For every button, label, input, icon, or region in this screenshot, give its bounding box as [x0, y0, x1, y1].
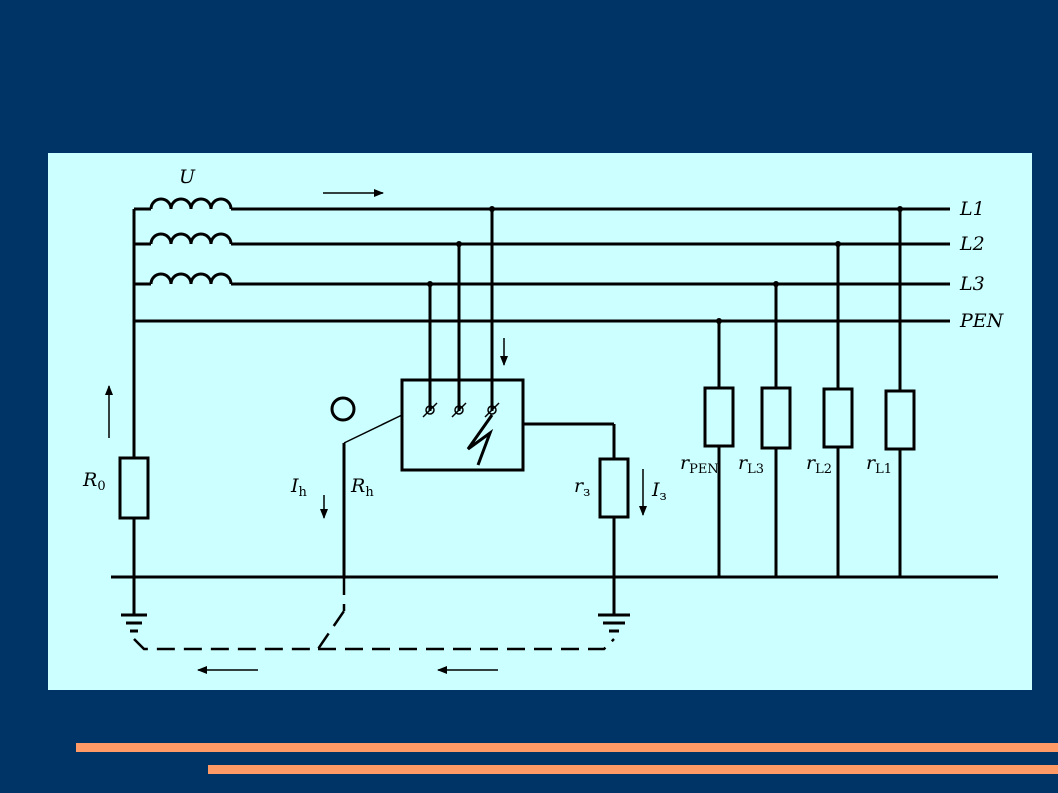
label-rh: Rh [350, 475, 374, 500]
label-pen: PEN [959, 310, 1005, 332]
ground-symbol-left [121, 613, 147, 633]
label-r-l2: rL2 [806, 452, 832, 477]
load-r-pen [703, 318, 735, 577]
earth-current-path-right [318, 638, 615, 651]
human-head-icon [330, 396, 356, 422]
circuit-diagram: L1 L2 L3 PEN U R0 Ih Rh [82, 166, 1005, 674]
label-u: U [179, 166, 196, 188]
accent-bar-bottom [208, 765, 1058, 774]
label-r-l1: rL1 [866, 452, 892, 477]
earth-current-path-left [133, 610, 346, 651]
load-r-l3 [760, 281, 792, 577]
equipment-enclosure [400, 378, 525, 472]
load-r-l2 [822, 241, 854, 577]
label-r0: R0 [82, 469, 106, 494]
label-l1: L1 [959, 198, 985, 220]
label-ih: Ih [290, 475, 308, 500]
load-r-l1 [884, 206, 916, 577]
label-r-pen: rPEN [680, 452, 719, 477]
ground-symbol-right [598, 577, 630, 633]
label-i3: Iз [651, 479, 667, 504]
diagram-panel: L1 L2 L3 PEN U R0 Ih Rh [48, 153, 1032, 690]
label-r3: rз [574, 475, 590, 500]
label-l2: L2 [959, 233, 985, 255]
transformer-coils [149, 197, 233, 285]
label-l3: L3 [959, 273, 985, 295]
r3-resistor [598, 457, 630, 519]
label-r-l3: rL3 [738, 452, 764, 477]
r0-resistor [118, 456, 150, 520]
source-bus [132, 207, 950, 458]
switch-contacts [422, 402, 500, 418]
accent-bar-top [76, 743, 1058, 752]
fault-lightning-icon [466, 414, 494, 466]
